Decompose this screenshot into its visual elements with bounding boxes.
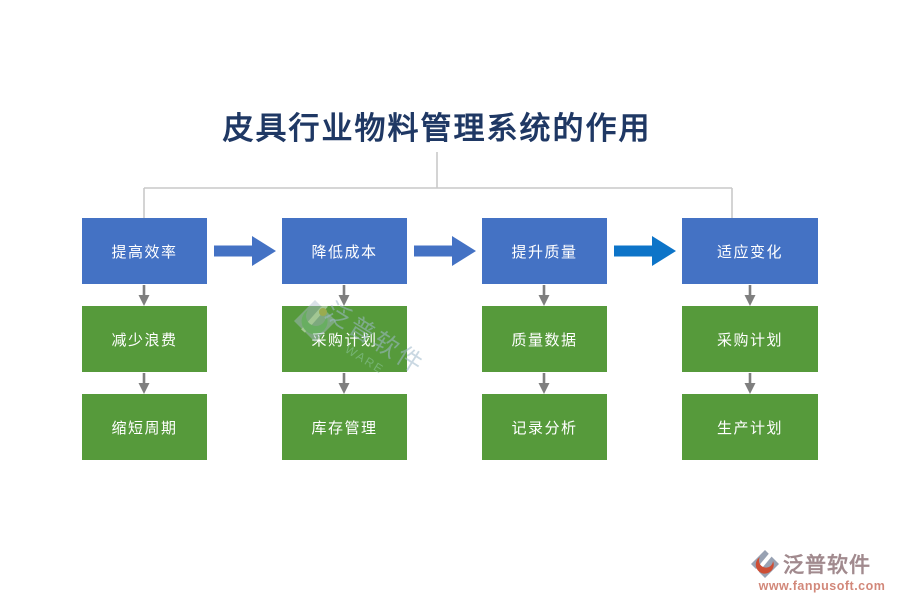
right-arrow-icon — [414, 236, 476, 266]
fanpu-brand: 泛普软件 www.fanpusoft.com — [750, 549, 894, 593]
down-arrow-icon — [743, 373, 757, 394]
box-procurement-plan-2: 采购计划 — [682, 306, 818, 372]
box-label: 缩短周期 — [111, 419, 178, 437]
box-label: 提高效率 — [111, 243, 178, 261]
brand-url: www.fanpusoft.com — [758, 579, 886, 593]
brand-name: 泛普软件 — [783, 554, 871, 577]
box-shorten-cycle: 缩短周期 — [82, 394, 207, 460]
box-label: 生产计划 — [716, 419, 783, 437]
box-label: 适应变化 — [716, 243, 783, 261]
box-label: 提升质量 — [511, 243, 578, 261]
box-label: 库存管理 — [311, 419, 378, 437]
box-reduce-waste: 减少浪费 — [82, 306, 207, 372]
right-arrow-icon — [214, 236, 276, 266]
box-record-analysis: 记录分析 — [482, 394, 607, 460]
fanpu-logo-icon — [751, 550, 779, 578]
page-title: 皮具行业物料管理系统的作用 — [222, 111, 652, 146]
down-arrow-icon — [743, 285, 757, 306]
box-inventory-mgmt: 库存管理 — [282, 394, 407, 460]
box-label: 减少浪费 — [111, 331, 178, 349]
down-arrow-icon — [537, 373, 551, 394]
down-arrow-icon — [337, 373, 351, 394]
down-arrow-icon — [537, 285, 551, 306]
box-label: 采购计划 — [716, 331, 783, 349]
box-label: 采购计划 — [311, 331, 378, 349]
box-label: 记录分析 — [511, 419, 578, 437]
right-arrow-icon — [614, 236, 676, 266]
box-improve-quality: 提升质量 — [482, 218, 607, 284]
box-label: 降低成本 — [311, 243, 378, 261]
box-reduce-cost: 降低成本 — [282, 218, 407, 284]
box-adapt-change: 适应变化 — [682, 218, 818, 284]
box-quality-data: 质量数据 — [482, 306, 607, 372]
down-arrow-icon — [137, 373, 151, 394]
box-label: 质量数据 — [511, 331, 578, 349]
box-production-plan: 生产计划 — [682, 394, 818, 460]
down-arrow-icon — [137, 285, 151, 306]
box-improve-efficiency: 提高效率 — [82, 218, 207, 284]
down-arrow-icon — [337, 285, 351, 306]
box-procurement-plan-1: 采购计划 — [282, 306, 407, 372]
